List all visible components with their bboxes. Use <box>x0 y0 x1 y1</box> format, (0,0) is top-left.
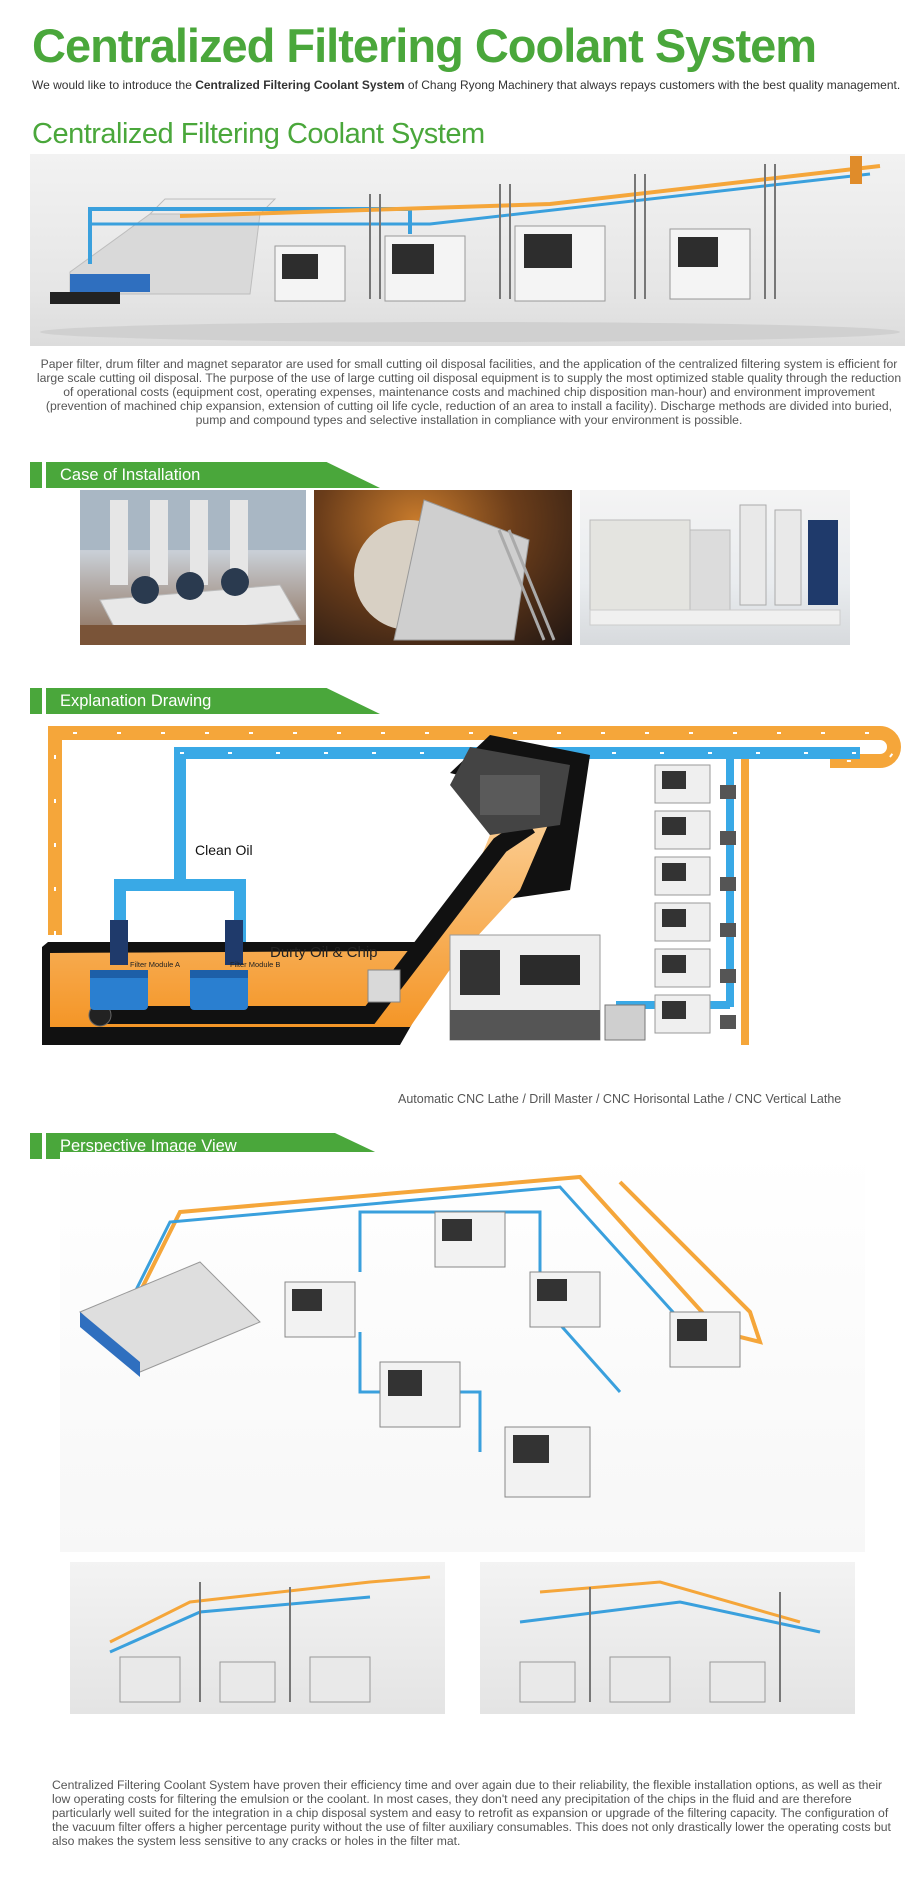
filter-module-a-label: Filter Module A <box>130 960 180 969</box>
clean-oil-label: Clean Oil <box>195 842 253 858</box>
vacuum-filter-illustration <box>589 504 841 626</box>
system-view-right <box>519 1580 821 1703</box>
perspective-image <box>60 1152 865 1552</box>
section-drawing-label: Explanation Drawing <box>60 692 212 710</box>
section-installation-header: Case of Installation <box>30 462 380 488</box>
overview-paragraph: Paper filter, drum filter and magnet sep… <box>36 357 902 427</box>
perspective-image-left <box>70 1562 445 1714</box>
intro-bold: Centralized Filtering Coolant System <box>195 78 405 92</box>
perspective-illustration <box>79 1174 764 1498</box>
filter-module-b <box>190 920 248 1010</box>
hero-illustration <box>40 156 900 342</box>
footer-paragraph: Centralized Filtering Coolant System hav… <box>52 1778 891 1848</box>
dirty-oil-label: Durty Oil & Chip <box>270 944 378 961</box>
perspective-image-right <box>480 1562 855 1714</box>
system-view-left <box>109 1575 431 1703</box>
section-edge <box>30 1133 42 1159</box>
coolant-flow-diagram: Clean Oil Durty Oil & Chip Filter Module… <box>42 726 901 1045</box>
section-tab <box>46 688 380 714</box>
installation-photo-drum-filter <box>314 490 572 645</box>
installation-photo-vacuum-filter <box>580 490 850 645</box>
explanation-drawing: Clean Oil Durty Oil & Chip Filter Module… <box>30 715 905 1100</box>
section-perspective-label: Perspective Image View <box>60 1137 237 1155</box>
section-subtitle: Centralized Filtering Coolant System <box>32 118 485 150</box>
pump-station-illustration <box>80 490 306 645</box>
hero-system-image <box>30 154 905 346</box>
section-installation-label: Case of Installation <box>60 466 201 484</box>
installation-photo-pumps <box>80 490 306 645</box>
drum-filter-illustration <box>354 499 556 641</box>
intro-text: We would like to introduce the Centraliz… <box>32 78 900 92</box>
section-edge <box>30 688 42 714</box>
section-tab <box>46 462 380 488</box>
filter-module-a <box>90 920 148 1010</box>
section-drawing-header: Explanation Drawing <box>30 688 380 714</box>
section-edge <box>30 462 42 488</box>
drawing-caption: Automatic CNC Lathe / Drill Master / CNC… <box>398 1092 842 1106</box>
filter-module-b-label: Filter Module B <box>230 960 280 969</box>
page-title: Centralized Filtering Coolant System <box>32 19 817 72</box>
intro-prefix: We would like to introduce the <box>32 78 196 92</box>
intro-suffix: of Chang Ryong Machinery that always rep… <box>404 78 901 92</box>
